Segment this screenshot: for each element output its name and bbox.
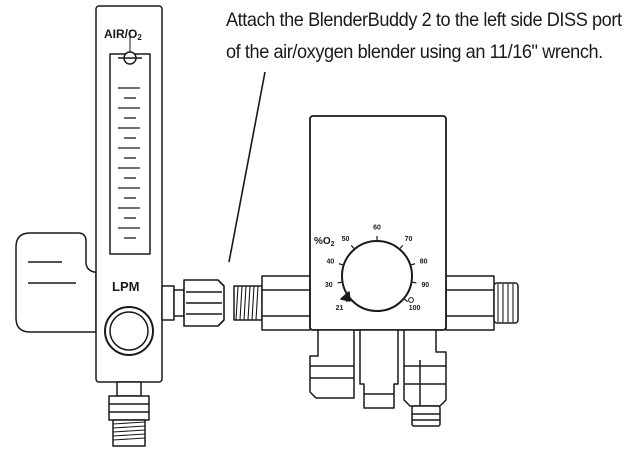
dial-tick-marks [337,236,417,303]
dial-tick-70 [399,244,404,249]
float-indicator [118,51,142,65]
flow-control-knob[interactable] [104,306,154,356]
dial-max-marker [408,297,414,303]
dial-pointer-icon [340,291,351,302]
dial-tick-100 [404,298,409,303]
dial-tick-30 [337,281,342,284]
fio2-dial[interactable]: 21 30 40 50 60 70 80 90 100 [325,225,429,312]
dial-label-80: 80 [420,258,428,265]
dial-label-60: 60 [373,225,381,232]
dial-tick-90 [412,281,417,284]
dial-label-90: 90 [421,282,429,289]
bracket-detail [28,261,76,284]
percent-o2-label: %O2 [314,236,335,248]
dial-label-21: 21 [336,305,344,312]
unit-label: LPM [112,279,139,294]
flow-tube [109,53,151,255]
dial-scale-labels: 21 30 40 50 60 70 80 90 100 [325,225,429,312]
air-oxygen-blender: %O2 21 30 40 50 60 70 80 90 100 [233,115,519,427]
flowmeter: AIR/O2 LPM [15,5,225,447]
lower-fittings [309,329,447,427]
inlet-fitting [108,381,150,447]
dial-tick-50 [350,244,355,249]
right-port [445,275,519,331]
dial-label-30: 30 [325,282,333,289]
left-diss-port[interactable] [233,275,311,331]
instruction-line-2: of the air/oxygen blender using an 11/16… [226,41,603,63]
dial-label-100: 100 [409,305,421,312]
instruction-line-1: Attach the BlenderBuddy 2 to the left si… [226,9,622,31]
outlet-fitting [161,279,225,327]
pointer-line [228,71,266,263]
instruction-caption: Attach the BlenderBuddy 2 to the left si… [226,4,622,68]
flow-scale-ticks [118,87,140,239]
dial-label-40: 40 [326,258,334,265]
dial-tick-80 [411,263,416,266]
dial-tick-40 [338,263,343,266]
dial-label-50: 50 [342,236,350,243]
dial-label-70: 70 [405,236,413,243]
gas-label: AIR/O2 [104,27,142,42]
